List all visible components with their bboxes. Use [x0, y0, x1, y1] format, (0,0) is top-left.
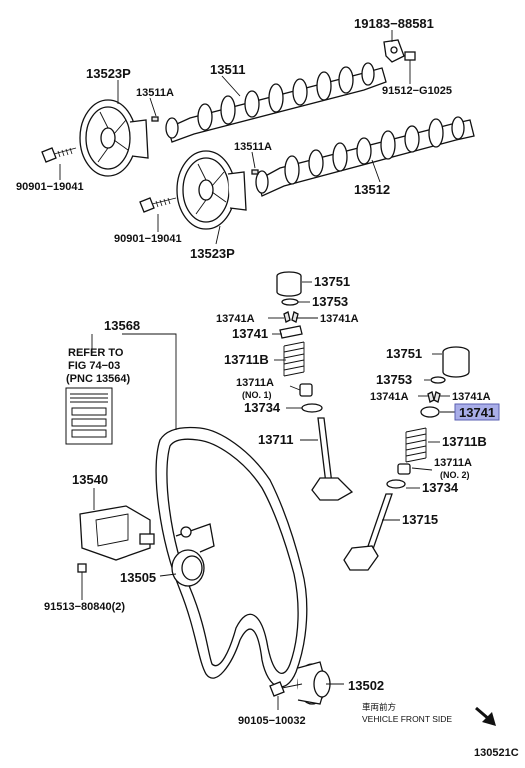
label-13751-b[interactable]: 13751 [386, 346, 422, 361]
label-13711a-b[interactable]: 13711A [434, 457, 472, 469]
label-13734-a[interactable]: 13734 [244, 400, 281, 415]
label-13512[interactable]: 13512 [354, 182, 390, 197]
label-91513[interactable]: 91513−80840(2) [44, 601, 125, 613]
label-13734-b[interactable]: 13734 [422, 480, 459, 495]
label-90105[interactable]: 90105−10032 [238, 715, 306, 727]
label-13715[interactable]: 13715 [402, 512, 438, 527]
part-labels: 19183−88581 91512−G1025 13511 13523P 135… [16, 16, 519, 759]
label-13741-a[interactable]: 13741 [232, 326, 268, 341]
idler-pulley-13502[interactable] [297, 661, 331, 705]
label-13711a-b-sub: (NO. 2) [440, 470, 470, 480]
bolt-90105[interactable] [269, 681, 303, 697]
camshaft-position-plate[interactable] [383, 39, 405, 63]
spring-13711b-b[interactable] [405, 427, 427, 463]
label-13741-b[interactable]: 13741 [459, 405, 495, 420]
label-13511-upper[interactable]: 13511 [210, 62, 245, 77]
label-13711b-b[interactable]: 13711B [442, 434, 487, 449]
key-13511a-upper[interactable] [151, 116, 159, 122]
shim-13753-a[interactable] [281, 298, 299, 306]
label-13753-a[interactable]: 13753 [312, 294, 348, 309]
keepers-13741a-a[interactable] [283, 311, 299, 323]
bolt-91512[interactable] [404, 51, 416, 76]
refer-line-2: FIG 74−03 [68, 360, 120, 372]
refer-line-3: (PNC 13564) [66, 373, 131, 385]
seal-13711a-a[interactable] [299, 383, 313, 397]
label-13511a-lower[interactable]: 13511A [234, 141, 272, 153]
shim-13753-b[interactable] [430, 376, 446, 384]
tensioner-13540[interactable] [79, 505, 155, 561]
label-13523p-lower[interactable]: 13523P [190, 246, 235, 261]
direction-en: VEHICLE FRONT SIDE [362, 714, 452, 724]
label-13741a-b2[interactable]: 13741A [452, 391, 491, 403]
label-13751-a[interactable]: 13751 [314, 274, 350, 289]
retainer-13741-b[interactable] [420, 406, 440, 418]
label-13741a-a2[interactable]: 13741A [320, 313, 359, 325]
seat-13734-b[interactable] [386, 479, 406, 489]
label-13711[interactable]: 13711 [258, 432, 293, 447]
label-13502[interactable]: 13502 [348, 678, 384, 693]
figure-code: 130521C [474, 747, 519, 759]
direction-jp: 車両前方 [362, 702, 396, 712]
label-13711b-a[interactable]: 13711B [224, 352, 269, 367]
keepers-13741a-b[interactable] [427, 391, 441, 403]
camshaft-sprocket-upper[interactable] [79, 99, 149, 177]
key-13511a-lower[interactable] [251, 169, 259, 175]
camshaft-sprocket-lower[interactable] [176, 150, 247, 230]
cam-lobes-upper [197, 62, 375, 131]
label-13711a-a-sub: (NO. 1) [242, 390, 272, 400]
leader-lines [59, 30, 458, 710]
valve-13715[interactable] [343, 493, 393, 571]
camshaft-13512[interactable] [255, 116, 475, 197]
label-19183[interactable]: 19183−88581 [354, 16, 434, 31]
bolt-90901-upper[interactable] [41, 147, 77, 163]
label-90901-upper[interactable]: 90901−19041 [16, 181, 84, 193]
label-13741a-b1[interactable]: 13741A [370, 391, 409, 403]
label-90901-lower[interactable]: 90901−19041 [114, 233, 182, 245]
label-13753-b[interactable]: 13753 [376, 372, 412, 387]
seat-13734-a[interactable] [301, 403, 323, 413]
cam-lobes-lower [284, 116, 465, 185]
reference-box [65, 387, 113, 445]
camshaft-13511[interactable] [165, 62, 387, 143]
label-13540[interactable]: 13540 [72, 472, 108, 487]
label-13711a-a[interactable]: 13711A [236, 377, 274, 389]
timing-belt-13568[interactable] [155, 426, 308, 688]
label-13505[interactable]: 13505 [120, 570, 156, 585]
label-13741a-a1[interactable]: 13741A [216, 313, 255, 325]
refer-line-1: REFER TO [68, 347, 124, 359]
retainer-13741-a[interactable] [279, 325, 303, 339]
highlight-box-13741 [454, 403, 500, 421]
label-91512[interactable]: 91512−G1025 [382, 85, 452, 97]
seal-13711a-b[interactable] [397, 463, 411, 475]
spring-13711b-a[interactable] [283, 341, 305, 377]
valve-13711[interactable] [311, 417, 354, 501]
valve-lifter-13751-a[interactable] [276, 271, 302, 297]
bolt-91513[interactable] [77, 563, 87, 594]
label-13511a-upper[interactable]: 13511A [136, 87, 174, 99]
bolt-90901-lower[interactable] [139, 197, 177, 213]
label-13568[interactable]: 13568 [104, 318, 140, 333]
valve-lifter-13751-b[interactable] [442, 346, 470, 378]
label-13523p-upper[interactable]: 13523P [86, 66, 131, 81]
idler-pulley-13505[interactable] [171, 523, 215, 587]
front-arrow-icon [475, 706, 496, 726]
